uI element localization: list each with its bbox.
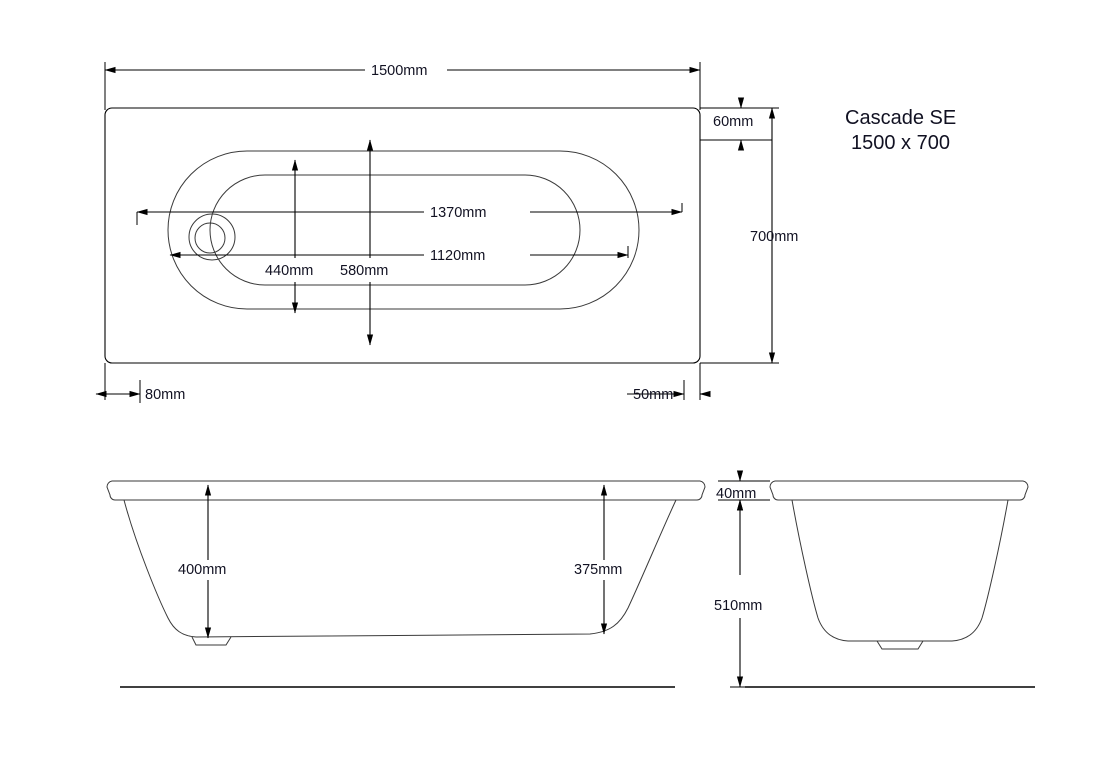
- dim-700mm: 700mm: [700, 107, 798, 364]
- dim-440mm: 440mm: [265, 159, 313, 314]
- plan-bowl-inner-oval: [209, 174, 581, 286]
- plan-view: 1500mm 60mm 700mm 1370mm: [95, 62, 798, 403]
- dim-50-label: 50mm: [633, 387, 673, 403]
- dim-1120-label: 1120mm: [430, 248, 485, 264]
- dim-1370mm: 1370mm: [136, 203, 683, 225]
- dim-510-label: 510mm: [714, 598, 762, 614]
- side-elevation-view: 400mm 375mm: [106, 480, 706, 688]
- dim-1500-label: 1500mm: [371, 63, 427, 79]
- end-rim-slab: [769, 480, 1029, 501]
- dim-40-label: 40mm: [716, 486, 756, 502]
- side-rim-slab: [106, 480, 706, 501]
- dim-400mm: 400mm: [178, 484, 226, 639]
- dim-700-label: 700mm: [750, 229, 798, 245]
- end-bowl-profile: [791, 499, 1009, 642]
- plughole-outer-circle: [188, 213, 236, 261]
- plan-bowl-outer-oval: [167, 150, 640, 310]
- side-drain-bump: [191, 636, 232, 646]
- dim-440-label: 440mm: [265, 263, 313, 279]
- title-line-1: Cascade SE: [845, 107, 956, 129]
- dim-80-label: 80mm: [145, 387, 185, 403]
- dim-80mm: 80mm: [95, 363, 185, 403]
- dim-50mm: 50mm: [627, 363, 711, 403]
- dim-1370-label: 1370mm: [430, 205, 486, 221]
- side-bowl-profile: [123, 499, 677, 638]
- dim-1500mm: 1500mm: [104, 62, 701, 110]
- dim-580-label: 580mm: [340, 263, 388, 279]
- dim-60-label: 60mm: [713, 114, 753, 130]
- dim-375mm: 375mm: [574, 484, 622, 635]
- end-elevation-view: 40mm 510mm: [714, 470, 1035, 688]
- plughole-inner-circle: [194, 222, 226, 254]
- dim-580mm: 580mm: [340, 139, 388, 346]
- plan-outer-rim: [104, 107, 701, 364]
- title-line-2: 1500 x 700: [851, 132, 950, 154]
- dim-375-label: 375mm: [574, 562, 622, 578]
- end-drain-bump: [876, 640, 924, 650]
- dim-1120mm: 1120mm: [169, 246, 629, 264]
- title-block: Cascade SE 1500 x 700: [845, 107, 956, 154]
- dim-400-label: 400mm: [178, 562, 226, 578]
